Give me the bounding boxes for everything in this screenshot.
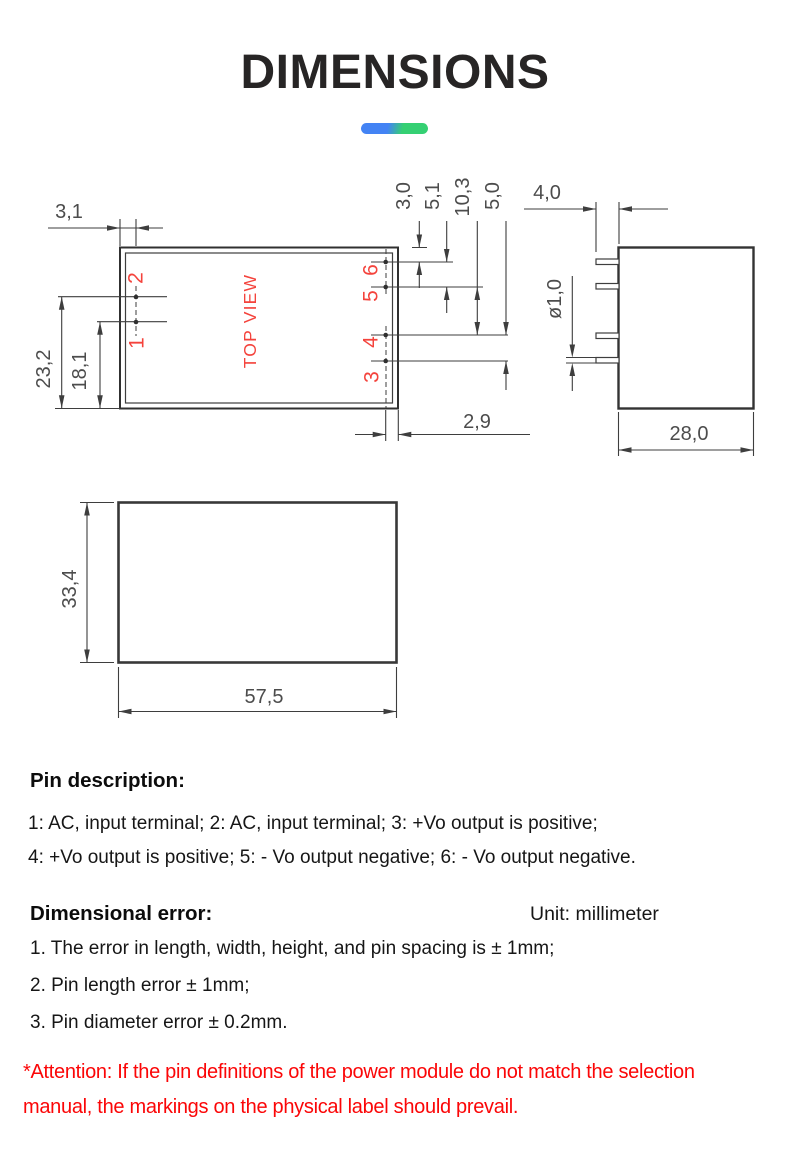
top-view: TOP VIEW 3,1 23,2 18,1 3,0 5,1 10,3 5,0 … (33, 178, 530, 441)
pin-label-4: 4 (359, 336, 382, 348)
pin-label-1: 1 (125, 337, 148, 349)
side-view-extension-ticks (566, 202, 755, 456)
pin-dot-5 (383, 284, 389, 290)
pin-description-line-1: 1: AC, input terminal; 2: AC, input term… (28, 813, 598, 834)
error-item-3: 3. Pin diameter error ± 0.2mm. (30, 1012, 288, 1033)
pin-label-2: 2 (124, 272, 147, 284)
pin-label-3: 3 (360, 371, 383, 383)
dim-label-5-1: 5,1 (422, 182, 444, 210)
dim-label-23-2: 23,2 (33, 350, 55, 389)
pin-label-5: 5 (359, 290, 382, 302)
attention-line-2: manual, the markings on the physical lab… (23, 1096, 519, 1118)
pin-dot-3 (383, 358, 389, 364)
front-view-extension-ticks (80, 501, 398, 718)
page-title: DIMENSIONS (240, 46, 550, 99)
error-item-1: 1. The error in length, width, height, a… (30, 938, 555, 959)
front-view-body-outline (117, 501, 398, 664)
dimensional-error-heading: Dimensional error: (30, 902, 213, 925)
front-view-dimension-lines (86, 502, 397, 713)
side-view-arrowheads (569, 206, 754, 453)
error-item-2: 2. Pin length error ± 1mm; (30, 975, 250, 996)
top-view-body-outline (119, 246, 399, 410)
dim-label-18-1: 18,1 (69, 352, 91, 391)
side-pin-1 (595, 258, 620, 266)
pin-dot-4 (383, 332, 389, 338)
top-view-label: TOP VIEW (240, 274, 260, 369)
side-view: 4,0 ø1,0 28,0 (524, 182, 755, 456)
dim-label-33-4: 33,4 (59, 570, 81, 609)
pin-dot-2 (133, 294, 139, 300)
side-pin-2 (595, 282, 620, 290)
dim-label-57-5: 57,5 (245, 686, 284, 708)
pin-label-6: 6 (359, 264, 382, 276)
dim-label-28-0: 28,0 (670, 423, 709, 445)
attention-line-1: *Attention: If the pin definitions of th… (23, 1061, 695, 1083)
dim-label-10-3: 10,3 (452, 178, 474, 217)
dim-label-pin-diameter: ø1,0 (544, 279, 566, 319)
dim-label-3-0: 3,0 (393, 182, 415, 210)
unit-label: Unit: millimeter (530, 903, 659, 925)
pin-description-line-2: 4: +Vo output is positive; 5: - Vo outpu… (28, 847, 636, 868)
side-pin-4 (595, 356, 620, 364)
dim-label-2-9: 2,9 (463, 411, 491, 433)
top-view-inner-outline (124, 252, 394, 404)
side-view-body-outline (617, 246, 755, 410)
pin-description-heading: Pin description: (30, 769, 185, 792)
dim-label-5-0: 5,0 (482, 182, 504, 210)
pin-dot-6 (383, 259, 389, 265)
front-view: 33,4 57,5 (59, 501, 398, 718)
dim-label-4-0: 4,0 (533, 182, 561, 204)
title-accent-bar (361, 123, 428, 134)
top-view-arrowheads (58, 225, 509, 438)
front-view-arrowheads (84, 502, 397, 715)
dim-label-3-1: 3,1 (55, 201, 83, 223)
side-pin-3 (595, 332, 620, 340)
top-view-centerlines (135, 249, 387, 408)
pin-dot-1 (133, 319, 139, 325)
side-view-dimension-lines (524, 208, 754, 451)
